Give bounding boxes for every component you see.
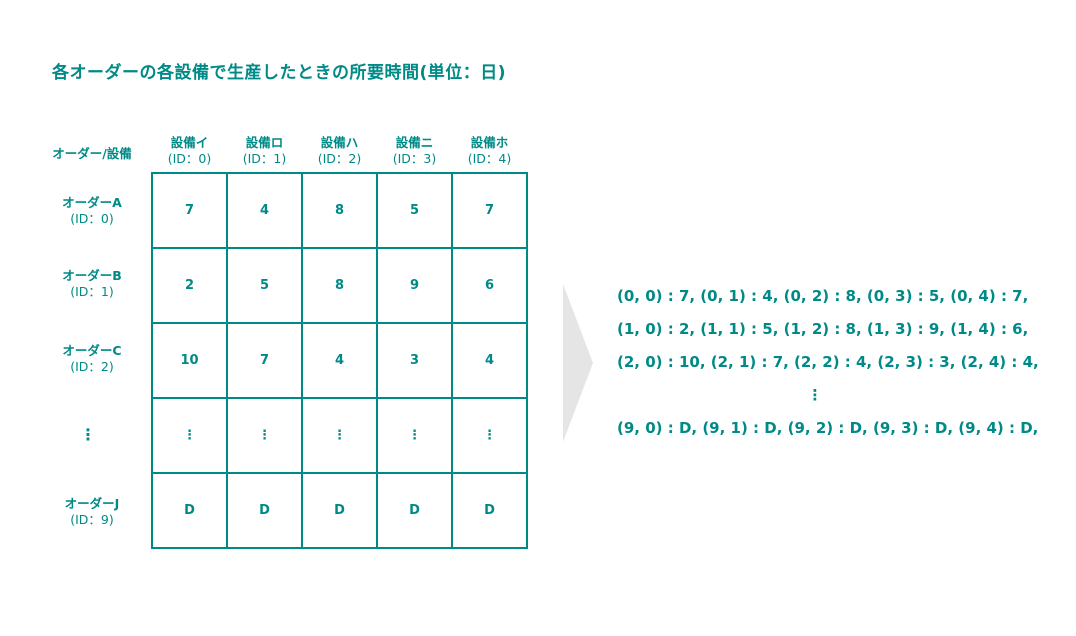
column-header-2: 設備ハ (ID：2) bbox=[302, 135, 377, 167]
table-cell: D bbox=[378, 474, 453, 549]
table-cell: 4 bbox=[303, 324, 378, 399]
duration-table: 7 4 8 5 7 2 5 8 9 6 10 7 4 3 4 ⋮ ⋮ ⋮ ⋮ ⋮… bbox=[151, 172, 528, 549]
row-header-order-a: オーダーA (ID：0) bbox=[40, 195, 144, 227]
table-cell: D bbox=[303, 474, 378, 549]
table-cell: 7 bbox=[453, 174, 528, 249]
row-header-id: (ID：0) bbox=[70, 211, 114, 226]
table-cell-ellipsis: ⋮ bbox=[378, 399, 453, 474]
formula-line: (9, 0) : D, (9, 1) : D, (9, 2) : D, (9, … bbox=[617, 419, 1039, 437]
table-cell-ellipsis: ⋮ bbox=[153, 399, 228, 474]
row-header-id: (ID：9) bbox=[70, 512, 114, 527]
column-header-0: 設備イ (ID：0) bbox=[152, 135, 227, 167]
table-cell: 4 bbox=[453, 324, 528, 399]
row-header-name: オーダーB bbox=[62, 268, 122, 283]
column-header-4: 設備ホ (ID：4) bbox=[452, 135, 527, 167]
column-header-name: 設備ロ bbox=[245, 135, 284, 150]
table-cell: 9 bbox=[378, 249, 453, 324]
table-cell: D bbox=[453, 474, 528, 549]
table-cell: D bbox=[228, 474, 303, 549]
column-header-id: (ID：3) bbox=[392, 151, 437, 166]
table-cell: 10 bbox=[153, 324, 228, 399]
table-cell-ellipsis: ⋮ bbox=[228, 399, 303, 474]
corner-header: オーダー/設備 bbox=[52, 146, 132, 161]
column-header-3: 設備ニ (ID：3) bbox=[377, 135, 452, 167]
page-title: 各オーダーの各設備で生産したときの所要時間(単位：日) bbox=[52, 63, 507, 83]
table-cell: 5 bbox=[228, 249, 303, 324]
table-cell-ellipsis: ⋮ bbox=[453, 399, 528, 474]
row-header-id: (ID：1) bbox=[70, 284, 114, 299]
table-cell: 6 bbox=[453, 249, 528, 324]
row-header-order-j: オーダーJ (ID：9) bbox=[40, 496, 144, 528]
row-header-name: オーダーA bbox=[62, 195, 122, 210]
dictionary-representation: (0, 0) : 7, (0, 1) : 4, (0, 2) : 8, (0, … bbox=[617, 280, 1039, 445]
row-header-order-c: オーダーC (ID：2) bbox=[40, 343, 144, 375]
column-header-name: 設備イ bbox=[170, 135, 209, 150]
row-header-id: (ID：2) bbox=[70, 359, 114, 374]
column-header-id: (ID：0) bbox=[167, 151, 212, 166]
table-cell: 4 bbox=[228, 174, 303, 249]
column-header-id: (ID：2) bbox=[317, 151, 362, 166]
table-cell: 7 bbox=[153, 174, 228, 249]
table-cell: 3 bbox=[378, 324, 453, 399]
column-header-id: (ID：1) bbox=[242, 151, 287, 166]
row-header-name: オーダーC bbox=[62, 343, 122, 358]
column-header-name: 設備ニ bbox=[395, 135, 434, 150]
column-header-name: 設備ハ bbox=[320, 135, 359, 150]
table-cell-ellipsis: ⋮ bbox=[303, 399, 378, 474]
table-cell: 2 bbox=[153, 249, 228, 324]
row-header-ellipsis: ⋮ bbox=[80, 425, 96, 444]
column-header-1: 設備ロ (ID：1) bbox=[227, 135, 302, 167]
column-header-id: (ID：4) bbox=[467, 151, 512, 166]
formula-line: (0, 0) : 7, (0, 1) : 4, (0, 2) : 8, (0, … bbox=[617, 287, 1029, 305]
formula-ellipsis: ⋮ bbox=[807, 386, 823, 404]
chevron-right-icon bbox=[563, 284, 593, 442]
table-cell: 7 bbox=[228, 324, 303, 399]
column-header-name: 設備ホ bbox=[470, 135, 509, 150]
row-header-name: オーダーJ bbox=[64, 496, 120, 511]
table-cell: 5 bbox=[378, 174, 453, 249]
formula-line: (2, 0) : 10, (2, 1) : 7, (2, 2) : 4, (2,… bbox=[617, 353, 1039, 371]
table-cell: 8 bbox=[303, 249, 378, 324]
row-header-order-b: オーダーB (ID：1) bbox=[40, 268, 144, 300]
table-cell: D bbox=[153, 474, 228, 549]
table-cell: 8 bbox=[303, 174, 378, 249]
formula-line: (1, 0) : 2, (1, 1) : 5, (1, 2) : 8, (1, … bbox=[617, 320, 1029, 338]
